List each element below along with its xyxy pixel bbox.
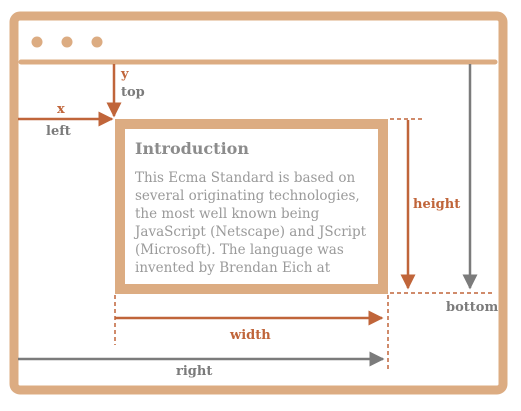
right-label: right	[176, 364, 212, 379]
element-box	[115, 119, 388, 294]
card-text-line: (Microsoft). The language was	[135, 242, 344, 258]
card-text-line: This Ecma Standard is based on	[135, 170, 355, 186]
width-label: width	[229, 328, 271, 343]
bottom-label: bottom	[446, 300, 498, 315]
card-title: Introduction	[135, 139, 249, 158]
card-text-line: invented by Brendan Eich at	[135, 260, 331, 276]
y-label: y	[120, 67, 129, 82]
left-label: left	[46, 124, 71, 139]
card-text-line: several originating technologies,	[135, 188, 360, 204]
card-text-line: JavaScript (Netscape) and JScript	[133, 224, 367, 240]
window-dot	[31, 36, 43, 48]
window-dot	[61, 36, 73, 48]
window-dot	[91, 36, 103, 48]
x-label: x	[57, 102, 65, 117]
card-text-line: the most well known being	[135, 206, 320, 222]
height-label: height	[413, 197, 460, 212]
top-label: top	[121, 85, 145, 100]
